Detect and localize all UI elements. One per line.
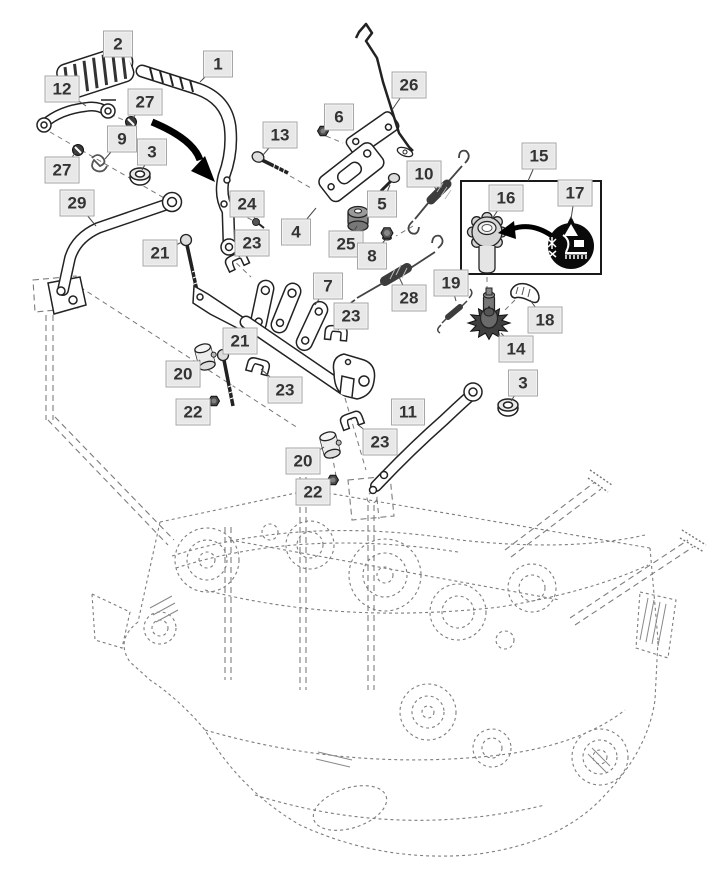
callout-22[interactable]: 22 — [175, 398, 211, 426]
deck-gauge-wheel — [571, 728, 629, 786]
part-24-screw — [252, 218, 265, 229]
callout-3[interactable]: 3 — [508, 369, 538, 397]
inset-box-15 — [460, 180, 602, 275]
part-11-lift-arm — [368, 382, 483, 495]
callout-11[interactable]: 11 — [391, 398, 425, 426]
callout-13[interactable]: 13 — [262, 121, 298, 149]
part-26-rod — [354, 22, 414, 158]
callout-7[interactable]: 7 — [313, 272, 343, 300]
part-4-bracket — [318, 111, 400, 203]
callout-10[interactable]: 10 — [406, 160, 442, 188]
callout-5[interactable]: 5 — [367, 190, 397, 218]
part-13-bolt — [251, 151, 289, 175]
part-25-spacer — [347, 205, 369, 232]
callout-16[interactable]: 16 — [488, 184, 524, 212]
part-12-link — [36, 99, 116, 133]
part-9-cotter-pin — [91, 154, 108, 173]
adjust-arrow-icon — [498, 221, 554, 239]
callout-15[interactable]: 15 — [521, 142, 557, 170]
part-16-knob — [466, 211, 508, 274]
part-10-spring — [407, 149, 470, 235]
callout-20[interactable]: 20 — [285, 447, 321, 475]
callout-2[interactable]: 2 — [103, 30, 133, 58]
callout-28[interactable]: 28 — [391, 284, 427, 312]
callout-18[interactable]: 18 — [527, 306, 563, 334]
callout-23[interactable]: 23 — [267, 376, 303, 404]
callout-6[interactable]: 6 — [324, 103, 354, 131]
part-5-bolt — [379, 172, 401, 193]
callout-23[interactable]: 23 — [362, 428, 398, 456]
part-3-bushing — [129, 167, 151, 186]
part-18-clip — [510, 282, 540, 304]
assembly-dash-lines — [49, 67, 516, 520]
callout-21[interactable]: 21 — [222, 327, 258, 355]
callout-12[interactable]: 12 — [44, 75, 80, 103]
part-20-bushing — [319, 431, 342, 459]
callout-14[interactable]: 14 — [498, 335, 534, 363]
callout-4[interactable]: 4 — [281, 218, 311, 246]
callout-3[interactable]: 3 — [137, 138, 167, 166]
deck-belts — [171, 529, 649, 614]
callout-27[interactable]: 27 — [44, 156, 80, 184]
callout-29[interactable]: 29 — [59, 189, 95, 217]
callout-20[interactable]: 20 — [165, 360, 201, 388]
callout-23[interactable]: 23 — [234, 229, 270, 257]
part-14-adjusting-wheel — [466, 287, 512, 341]
part-3-bushing — [497, 398, 519, 417]
callout-19[interactable]: 19 — [433, 269, 469, 297]
part-1-lift-lever — [135, 64, 238, 256]
callout-22[interactable]: 22 — [295, 478, 331, 506]
callout-26[interactable]: 26 — [391, 71, 427, 99]
callout-8[interactable]: 8 — [357, 242, 387, 270]
callout-21[interactable]: 21 — [142, 239, 178, 267]
callout-23[interactable]: 23 — [333, 302, 369, 330]
callout-24[interactable]: 24 — [229, 190, 265, 218]
part-8-nut — [380, 227, 394, 241]
callout-1[interactable]: 1 — [203, 50, 233, 78]
deck-pulleys — [143, 520, 557, 768]
mower-deck-phantom — [32, 275, 707, 857]
callout-17[interactable]: 17 — [557, 179, 593, 207]
direction-arrow-icon — [150, 118, 215, 182]
callout-9[interactable]: 9 — [107, 125, 137, 153]
cutting-height-symbol-icon — [547, 216, 594, 269]
part-19-spring — [437, 288, 473, 334]
callout-27[interactable]: 27 — [127, 88, 163, 116]
part-7-lift-shaft — [192, 279, 376, 400]
part-29-lift-arm — [47, 191, 183, 315]
part-21-bolt — [179, 233, 200, 292]
